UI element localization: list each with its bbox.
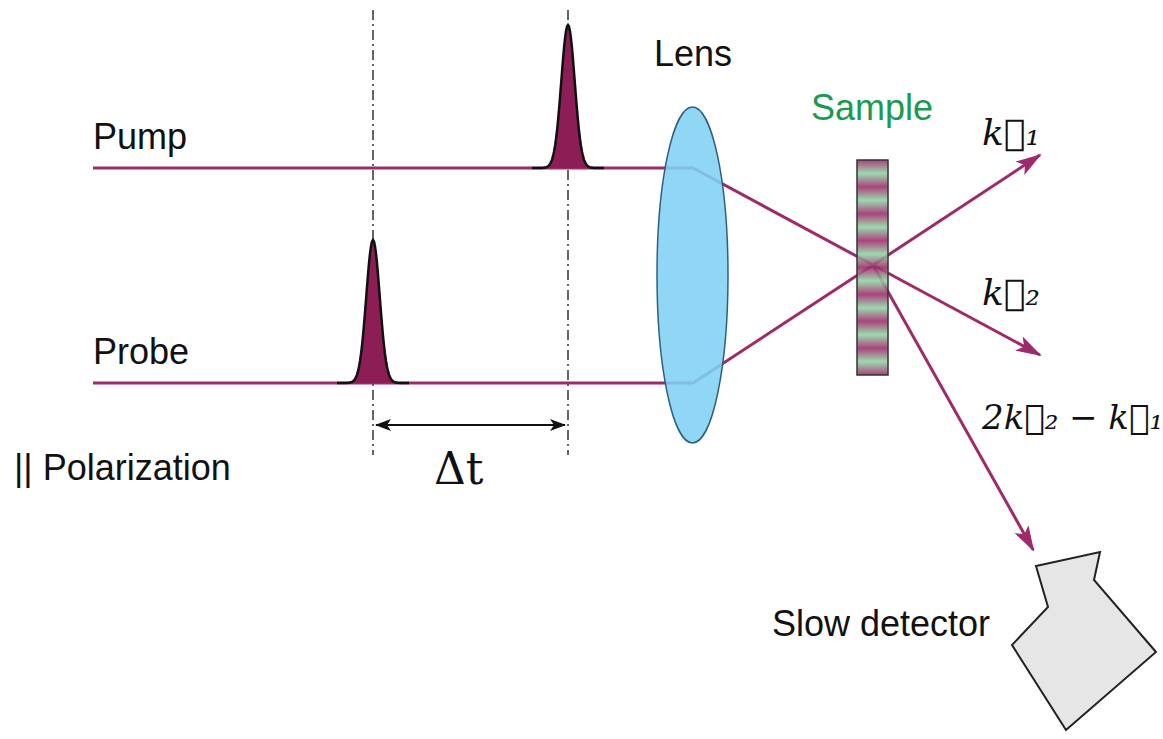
delay-arrow — [376, 424, 565, 426]
beam-name: Probe — [93, 331, 189, 372]
label-holder: || Polarization — [14, 447, 231, 488]
heading-holder: Lens — [543, 33, 843, 74]
wavevector-label: k⃗₁ — [982, 112, 1040, 153]
delay-label: Δt — [434, 444, 483, 495]
time-marker-line — [372, 10, 374, 455]
polarization-note: || Polarization — [14, 447, 231, 488]
edge-label: 2k⃗₂ − k⃗₁ — [980, 398, 1163, 437]
pulse-envelope — [532, 25, 604, 168]
pulse-envelope — [337, 240, 409, 383]
heading-holder: Slow detector — [758, 603, 990, 644]
sample-shape — [857, 160, 888, 375]
heading-holder: Sample — [722, 87, 1022, 128]
label-holder: k⃗₂ — [982, 272, 1040, 313]
probe-beam — [93, 265, 873, 383]
label-holder: k⃗₁ — [982, 112, 1040, 153]
slow-detector: Slow detector — [1010, 550, 1160, 735]
label-holder: Pump — [93, 116, 187, 157]
k1-beam — [873, 155, 1040, 265]
node-heading: Slow detector — [758, 603, 990, 644]
wavevector-label: k⃗₂ — [982, 272, 1040, 313]
detector-outline — [1012, 552, 1156, 730]
node-heading: Lens — [543, 33, 843, 74]
sample-slab — [857, 160, 888, 375]
lens-outline — [657, 107, 728, 443]
node-heading: Sample — [722, 87, 1022, 128]
label-holder: 2k⃗₂ − k⃗₁ — [980, 398, 1163, 437]
lens-shape — [655, 105, 730, 445]
pump-beam — [93, 168, 873, 265]
beam-name: Pump — [93, 116, 187, 157]
label-holder: Probe — [93, 331, 189, 372]
slow-detector-shape — [1010, 550, 1160, 735]
lens: Lens — [655, 105, 730, 445]
label-holder: Δt — [434, 444, 483, 495]
sample: Sample — [857, 160, 888, 375]
